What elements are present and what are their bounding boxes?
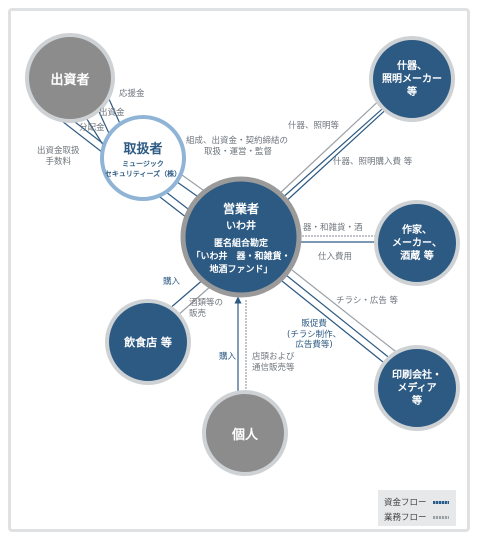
restaurant-node xyxy=(105,299,191,385)
fixtures-label: 什器、 照明メーカー 等 xyxy=(382,60,442,98)
artists-node xyxy=(374,200,460,286)
handler-label: 取扱者 ミュージック セキュリティーズ（株） xyxy=(104,141,182,178)
operator-label: 営業者 いわ井 匿名組合勘定 「いわ井 器・和雑貨・ 地酒ファンド」 xyxy=(191,201,291,275)
flow-flyer xyxy=(291,269,401,356)
fixtures-cost-label: 什器、照明購入費 等 xyxy=(333,157,413,167)
formation-label: 組成、出資金・契約締結の取扱・運営・監督 xyxy=(186,136,289,157)
operator-node xyxy=(180,176,302,298)
purchase-cost-label: 仕入費用 xyxy=(318,252,353,262)
business-flow-swatch xyxy=(432,515,449,519)
individual-purchase-label: 購入 xyxy=(219,352,237,362)
sake-sales-label: 酒類等の販売 xyxy=(189,298,224,319)
legend-fund-flow: 資金フロー xyxy=(384,496,449,508)
fund-flow-swatch xyxy=(432,500,449,504)
fixtures-node xyxy=(369,36,455,122)
artists-label: 作家、 メーカー、 酒蔵 等 xyxy=(392,224,442,262)
goods-label: 器・和雑貨・酒 xyxy=(303,223,363,233)
legend: 資金フロー 業務フロー xyxy=(378,490,456,526)
flow-fixtures-extra xyxy=(282,103,393,205)
support-label: 応援金 xyxy=(119,89,145,99)
flow-promo xyxy=(285,274,395,363)
investor-node xyxy=(25,33,115,123)
store-sales-label: 店頭および通信販売等 xyxy=(252,352,295,373)
printing-label: 印刷会社・ メディア 等 xyxy=(392,369,442,407)
flow-restaurant-purchase xyxy=(167,275,208,311)
investor-label: 出資者 xyxy=(50,72,90,88)
legend-business-flow: 業務フロー xyxy=(384,511,449,523)
individual-label: 個人 xyxy=(231,427,258,443)
flow-fixtures-goods xyxy=(277,94,386,196)
individual-node xyxy=(202,390,288,476)
flow-fixtures-cost xyxy=(279,99,393,201)
dividend-label: 分配金 xyxy=(79,123,105,133)
promo-label: 販促費(チラシ制作、広告費等) xyxy=(287,319,342,351)
flyer-label: チラシ・広告 等 xyxy=(336,296,399,306)
restaurant-purchase-label: 購入 xyxy=(163,277,181,287)
flow-sake-sales xyxy=(173,284,213,320)
printing-node xyxy=(374,345,460,431)
handling-fee-label: 出資金取扱手数料 xyxy=(37,146,80,167)
flow-promo-2 xyxy=(281,280,389,367)
restaurant-label: 飲食店 等 xyxy=(124,336,172,349)
investment-label: 出資金 xyxy=(99,108,125,118)
handler-node xyxy=(100,115,186,201)
fixtures-goods-label: 什器、照明等 xyxy=(288,121,340,131)
